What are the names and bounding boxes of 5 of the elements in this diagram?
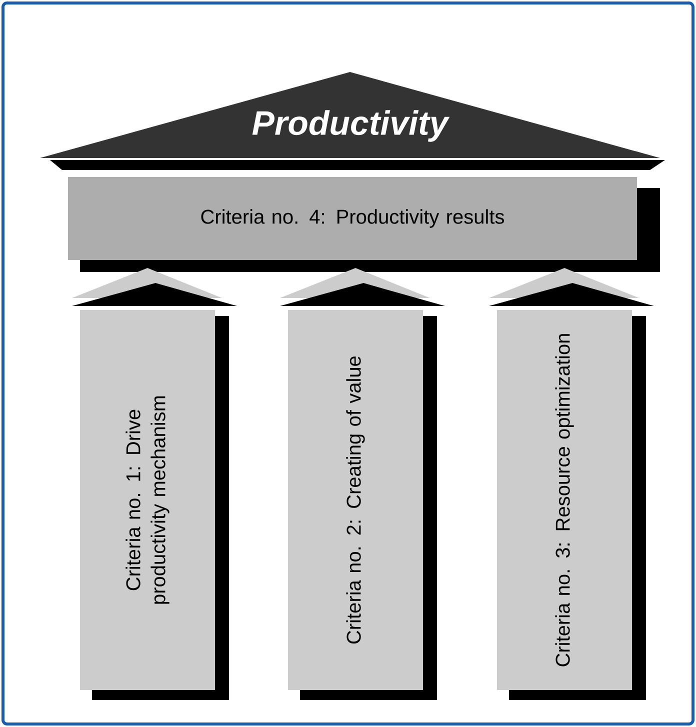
pillar-box: Criteria no. 1: Drive productivity mechanism xyxy=(80,310,229,700)
pillar-box: Criteria no. 2: Creating of value xyxy=(288,310,437,700)
roof-triangle: Productivity xyxy=(40,72,665,170)
beam-box: Criteria no. 4: Productivity results xyxy=(68,177,660,272)
pillar-box: Criteria no. 3: Resource optimization xyxy=(497,310,646,700)
